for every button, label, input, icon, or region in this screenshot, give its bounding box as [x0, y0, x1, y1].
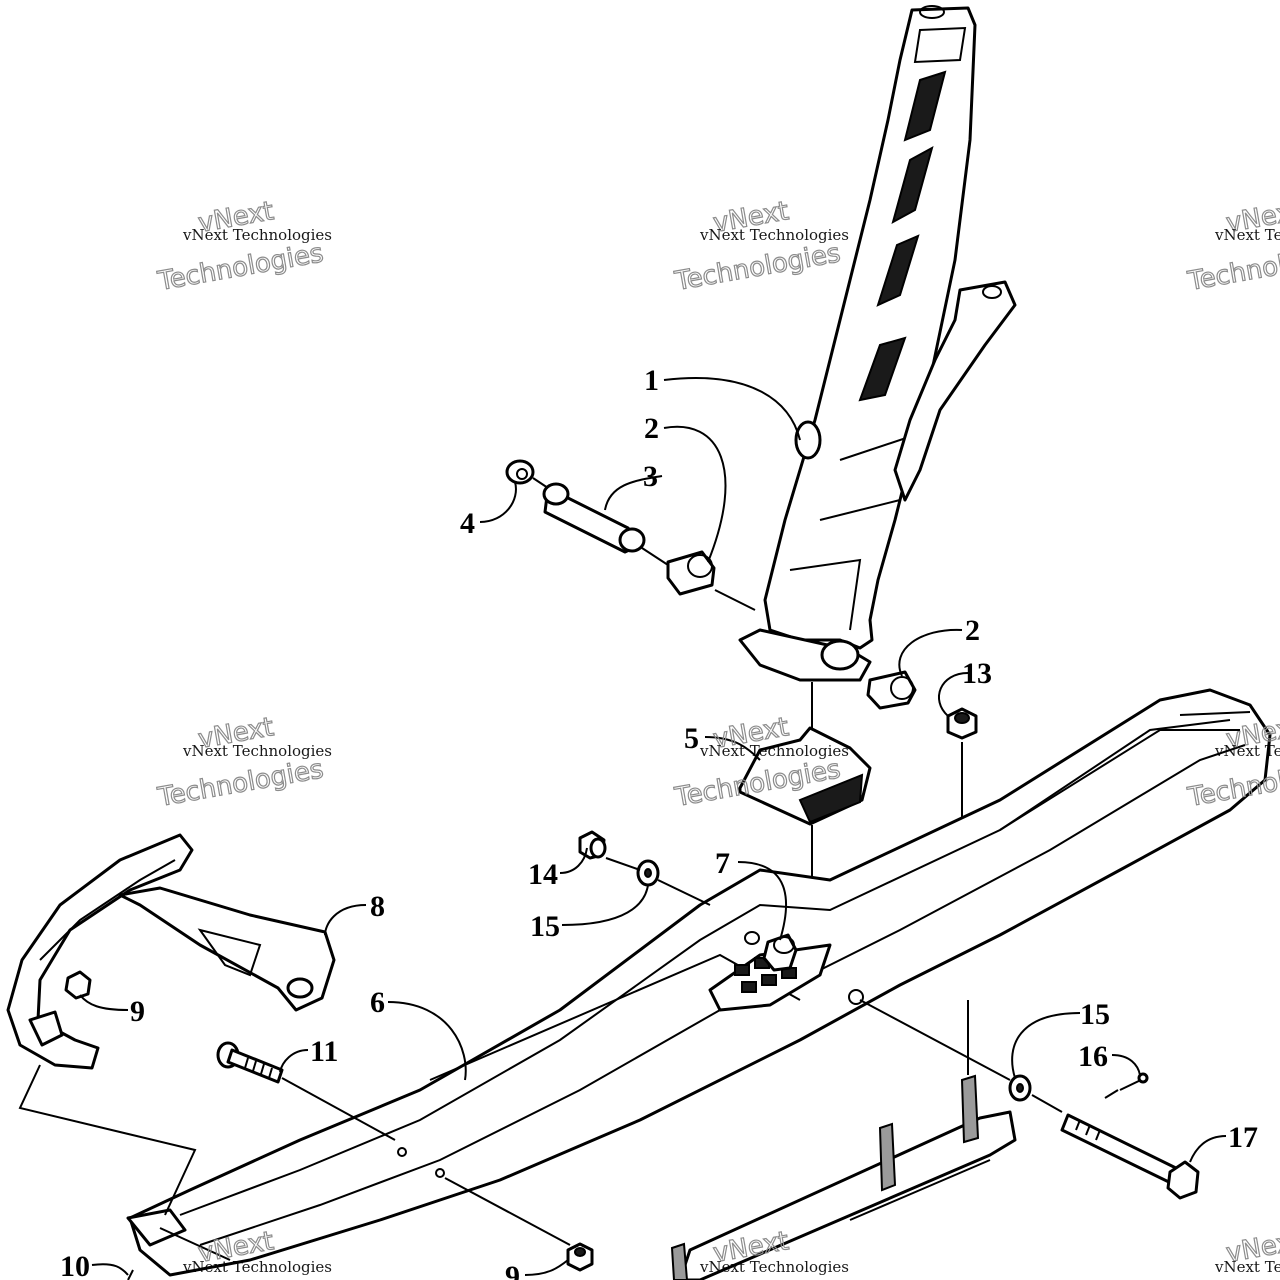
carbide-runner: [670, 1074, 1017, 1280]
svg-text:vNext Technologies: vNext Technologies: [1214, 1258, 1280, 1276]
shock-pad: [738, 726, 872, 826]
spindle-arm: [738, 5, 1017, 682]
watermark-9: vNext vNext Technologies: [1214, 1226, 1280, 1276]
watermark-1: vNext vNext Technologies Technologies: [154, 196, 332, 298]
svg-text:Technologies: Technologies: [155, 754, 326, 813]
nut-9-upper: [64, 970, 92, 1000]
callout-17: 17: [1228, 1121, 1258, 1154]
bolt-11: [216, 1041, 284, 1084]
callout-5: 5: [684, 722, 699, 755]
nut-14: [578, 830, 607, 860]
svg-text:vNext Technologies: vNext Technologies: [1214, 226, 1280, 244]
watermark-8: vNext vNext Technologies: [699, 1226, 849, 1276]
washer-15-upper: [636, 859, 660, 887]
watermark-2: vNext vNext Technologies Technologies: [671, 196, 849, 298]
nut-9-lower: [566, 1242, 594, 1272]
callout-6: 6: [370, 986, 385, 1019]
bushing-lower: [866, 670, 917, 710]
callout-7: 7: [715, 847, 730, 880]
svg-text:vNext Technologies: vNext Technologies: [699, 226, 849, 244]
ski-body: [126, 688, 1272, 1277]
callout-4: 4: [460, 507, 475, 540]
washer-15-lower: [1008, 1074, 1032, 1102]
callout-2-lower: 2: [965, 614, 980, 647]
svg-text:vNext Technologies: vNext Technologies: [182, 742, 332, 760]
callout-8: 8: [370, 890, 385, 923]
callout-11: 11: [310, 1035, 338, 1068]
pin-16: [1119, 1072, 1149, 1091]
svg-text:vNext Technologies: vNext Technologies: [182, 226, 332, 244]
ski-loop: [6, 833, 336, 1070]
nut-13: [946, 707, 978, 740]
svg-text:Technologies: Technologies: [1185, 238, 1280, 297]
callout-3: 3: [643, 460, 658, 493]
callout-10: 10: [60, 1250, 90, 1280]
spacer-tube: [542, 482, 646, 554]
callout-9-upper: 9: [130, 995, 145, 1028]
watermark-4: vNext vNext Technologies Technologies: [154, 712, 332, 814]
callout-1: 1: [644, 364, 659, 397]
watermark-3: vNext vNext Technologies Technologies: [1184, 196, 1280, 298]
callout-13: 13: [962, 657, 992, 690]
callout-16: 16: [1078, 1040, 1108, 1073]
svg-text:Technologies: Technologies: [155, 238, 326, 297]
bushing-7: [762, 933, 798, 972]
callout-15-upper: 15: [530, 910, 560, 943]
svg-text:vNext Technologies: vNext Technologies: [699, 742, 849, 760]
callout-14: 14: [528, 858, 558, 891]
washer-4: [505, 459, 535, 485]
callout-15-lower: 15: [1080, 998, 1110, 1031]
bushing-upper: [666, 550, 716, 596]
svg-text:vNext Technologies: vNext Technologies: [182, 1258, 332, 1276]
svg-text:vNext Technologies: vNext Technologies: [699, 1258, 849, 1276]
bolt-17: [1060, 1113, 1200, 1200]
callout-2-upper: 2: [644, 412, 659, 445]
svg-text:vNext Technologies: vNext Technologies: [1214, 742, 1280, 760]
callout-9-lower: 9: [505, 1260, 520, 1280]
svg-text:Technologies: Technologies: [672, 238, 843, 297]
